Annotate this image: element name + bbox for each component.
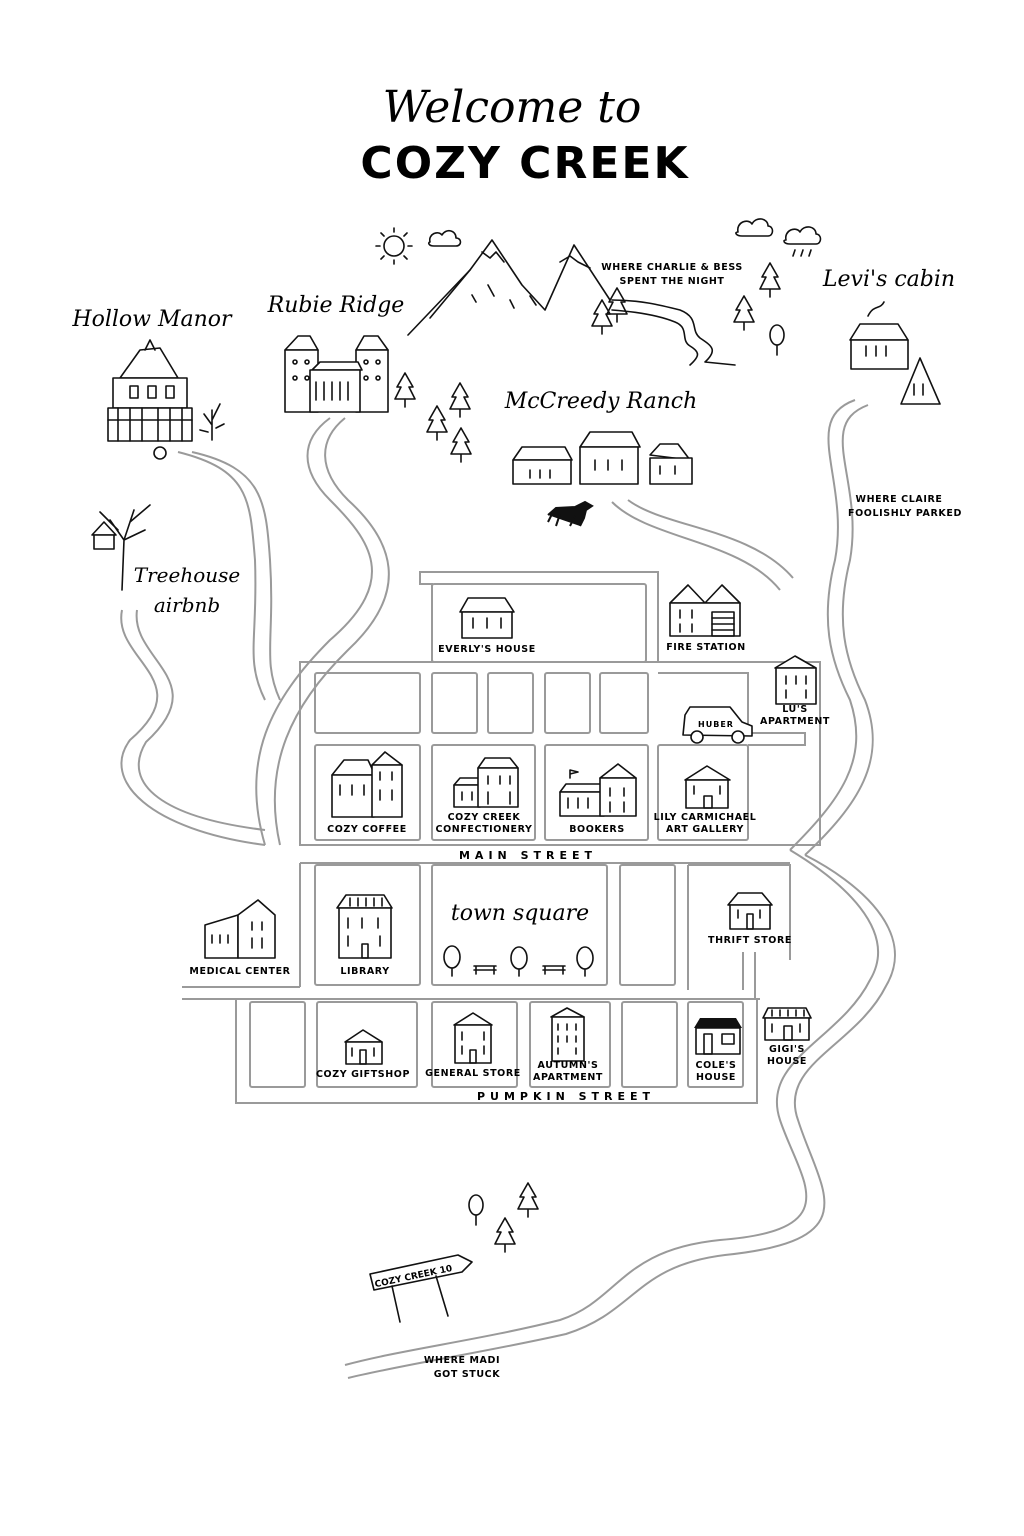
pine-tree-icon [426,405,448,441]
pine-tree-icon [394,372,416,408]
pine-tree-icon [494,1217,516,1253]
bookers-label: BOOKERS [569,824,625,835]
pine-tree-icon [733,295,755,331]
rain-cloud-icon [783,226,822,257]
pine-tree-icon [449,382,471,418]
town-square-park-icons [443,945,594,977]
gigis-house-label-line2: HOUSE [767,1056,807,1067]
bare-tree-icon [199,403,225,441]
everlys-house-icon [459,597,515,639]
pine-tree-icon [759,262,781,298]
coles-house-icon [694,1018,742,1055]
cloud-icon [735,218,774,237]
trees [394,262,785,1253]
treehouse-label-line2: airbnb [154,593,220,617]
car-text: HUBER [698,720,734,729]
pumpkin-street-label: PUMPKIN STREET [477,1090,655,1103]
hollow-manor-house-icon [107,339,193,460]
river-icon [611,299,736,366]
cozy-coffee-label: COZY COFFEE [327,824,407,835]
treehouse-icon [91,504,151,591]
a-frame-cabin-icon [900,357,941,405]
gigis-house-label-line1: GIGI'S [769,1044,805,1055]
mountains-icon [407,239,611,336]
town-blocks [182,571,821,1104]
autumns-apartment-label-line1: AUTUMN'S [538,1060,599,1071]
art-gallery-icon [684,765,731,809]
car-icon: HUBER [682,706,753,744]
madi-note-line2: GOT STUCK [434,1369,500,1380]
pine-tree-icon [591,299,613,335]
welcome-heading: Welcome to [383,82,642,133]
claire-note-line1: WHERE CLAIRE [856,494,943,505]
round-tree-icon [769,324,785,346]
thrift-store-icon [727,892,773,930]
art-gallery-label-line1: LILY CARMICHAEL [654,812,757,823]
treehouse-label-line1: Treehouse [134,563,240,587]
library-icon [336,894,393,959]
autumns-apartment-label-line2: APARTMENT [533,1072,603,1083]
mccreedy-ranch-label: McCreedy Ranch [504,389,698,414]
art-gallery-label-line2: ART GALLERY [666,824,744,835]
lus-apartment-label-line2: APARTMENT [760,716,830,727]
confectionery-icon [453,757,519,808]
hollow-manor-label: Hollow Manor [71,307,233,332]
library-label: LIBRARY [340,966,389,977]
everlys-house-label: EVERLY'S HOUSE [438,644,536,655]
mccreedy-ranch-buildings-icon [512,431,693,485]
confectionery-label-line2: CONFECTIONERY [436,824,533,835]
town-name-heading: COZY CREEK [360,138,689,189]
general-store-label: GENERAL STORE [425,1068,521,1079]
confectionery-label-line1: COZY CREEK [448,812,521,823]
main-street-label: MAIN STREET [459,849,597,862]
rubie-ridge-mansion-icon [284,335,389,413]
medical-center-icon [204,899,276,959]
general-store-icon [453,1012,493,1064]
signpost-icon: COZY CREEK 10 [369,1254,473,1323]
charlie-bess-note-line2: SPENT THE NIGHT [620,276,725,287]
roads [120,399,896,1379]
cloud-icon [428,229,462,247]
thrift-store-label: THRIFT STORE [708,935,792,946]
cozy-giftshop-label: COZY GIFTSHOP [316,1069,410,1080]
bookers-icon [559,763,637,817]
fire-station-label: FIRE STATION [666,642,746,653]
lus-apartment-icon [774,655,817,705]
pine-tree-icon [517,1182,539,1218]
lus-apartment-label-line1: LU'S [782,704,808,715]
cozy-coffee-icon [331,751,403,818]
fire-station-icon [669,584,741,637]
charlie-bess-note-line1: WHERE CHARLIE & BESS [601,262,743,273]
gigis-house-icon [762,1007,812,1041]
town-square-label: town square [451,901,589,926]
rubie-ridge-label: Rubie Ridge [267,293,405,318]
coles-house-label-line1: COLE'S [696,1060,737,1071]
river-icon [611,309,699,366]
coles-house-label-line2: HOUSE [696,1072,736,1083]
levis-cabin-icon [849,301,909,370]
pine-tree-icon [606,287,628,323]
madi-note-line1: WHERE MADI [424,1355,500,1366]
cozy-giftshop-icon [344,1029,383,1065]
pine-tree-icon [450,427,472,463]
round-tree-icon [468,1194,484,1216]
levis-cabin-label: Levi's cabin [822,267,955,292]
medical-center-label: MEDICAL CENTER [189,966,290,977]
sun-icon [375,227,413,265]
claire-note-line2: FOOLISHLY PARKED [848,508,962,519]
autumns-apartment-icon [550,1007,585,1062]
horse-icon [547,500,594,527]
